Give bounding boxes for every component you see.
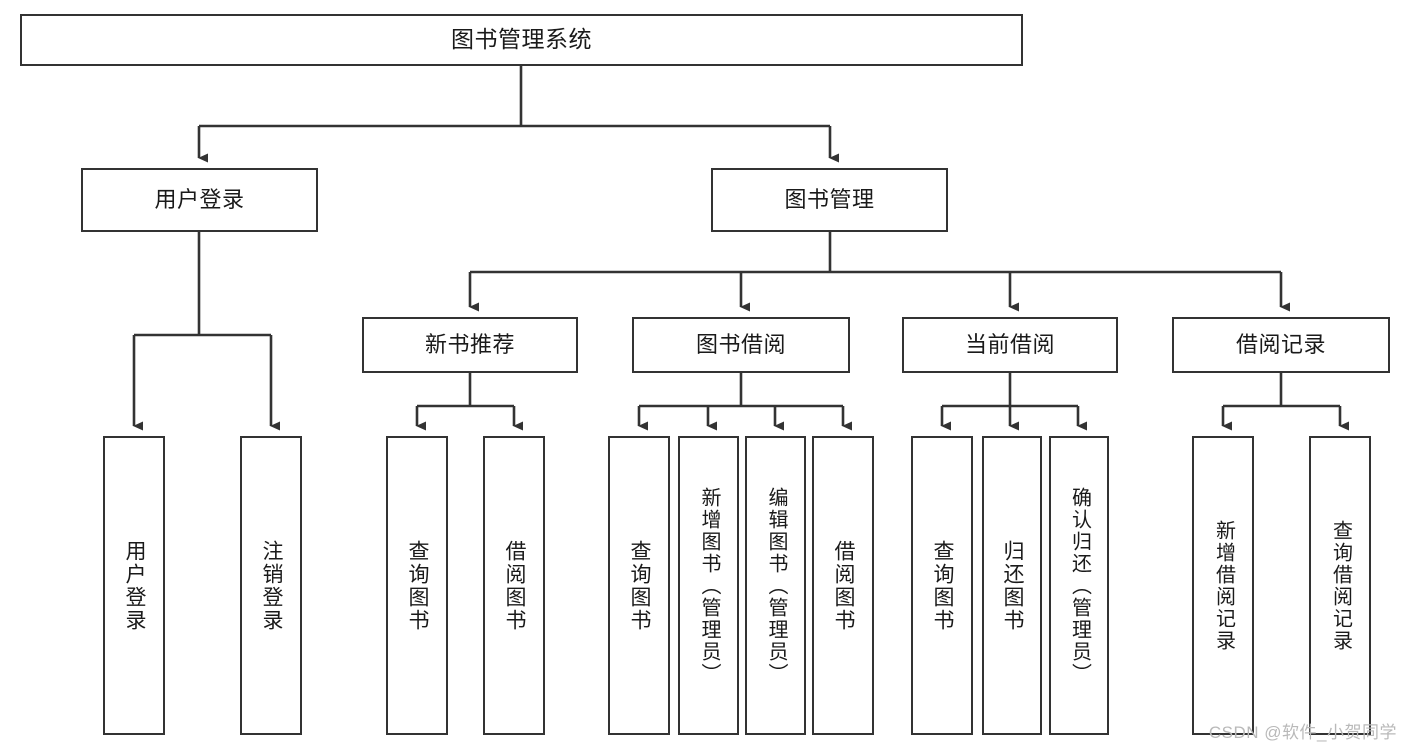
node-leaf-borrow-book-recommend[interactable]: 借阅图书 xyxy=(483,436,545,735)
node-label: 新增图书（管理员） xyxy=(698,486,720,685)
node-label: 查询借阅记录 xyxy=(1329,519,1352,652)
node-label: 当前借阅 xyxy=(964,332,1055,358)
node-user-login[interactable]: 用户登录 xyxy=(81,168,318,232)
node-root-system[interactable]: 图书管理系统 xyxy=(20,14,1023,66)
node-label: 借阅记录 xyxy=(1235,332,1326,358)
node-leaf-return-book[interactable]: 归还图书 xyxy=(982,436,1042,735)
node-leaf-add-book[interactable]: 新增图书（管理员） xyxy=(678,436,739,735)
node-label: 用户登录 xyxy=(154,187,245,213)
node-label: 查询图书 xyxy=(406,539,430,632)
node-label: 确认归还（管理员） xyxy=(1068,486,1091,685)
node-leaf-query-book-current[interactable]: 查询图书 xyxy=(911,436,973,735)
node-label: 查询图书 xyxy=(628,539,652,632)
node-label: 注销登录 xyxy=(260,539,284,632)
node-label: 归还图书 xyxy=(1001,539,1025,632)
node-current-borrow[interactable]: 当前借阅 xyxy=(902,317,1118,373)
node-leaf-query-book-borrow[interactable]: 查询图书 xyxy=(608,436,670,735)
node-borrow-record[interactable]: 借阅记录 xyxy=(1172,317,1390,373)
csdn-watermark: CSDN @软件_小贺同学 xyxy=(1208,723,1397,742)
node-label: 用户登录 xyxy=(123,539,147,632)
node-label: 图书借阅 xyxy=(695,332,786,358)
node-label: 图书管理系统 xyxy=(451,26,592,53)
node-label: 新增借阅记录 xyxy=(1212,519,1235,652)
node-label: 编辑图书（管理员） xyxy=(765,486,787,685)
node-label: 新书推荐 xyxy=(424,332,515,358)
node-leaf-query-borrow-record[interactable]: 查询借阅记录 xyxy=(1309,436,1371,735)
node-leaf-logout-login[interactable]: 注销登录 xyxy=(240,436,302,735)
node-leaf-add-borrow-record[interactable]: 新增借阅记录 xyxy=(1192,436,1254,735)
node-leaf-user-login[interactable]: 用户登录 xyxy=(103,436,165,735)
node-label: 查询图书 xyxy=(931,539,955,632)
node-leaf-edit-book[interactable]: 编辑图书（管理员） xyxy=(745,436,806,735)
node-book-borrow[interactable]: 图书借阅 xyxy=(632,317,850,373)
node-new-book-recommend[interactable]: 新书推荐 xyxy=(362,317,578,373)
node-leaf-query-book-recommend[interactable]: 查询图书 xyxy=(386,436,448,735)
node-label: 借阅图书 xyxy=(832,539,856,632)
node-label: 图书管理 xyxy=(784,187,875,213)
node-leaf-confirm-return[interactable]: 确认归还（管理员） xyxy=(1049,436,1109,735)
node-leaf-borrow-book[interactable]: 借阅图书 xyxy=(812,436,874,735)
node-label: 借阅图书 xyxy=(503,539,527,632)
node-book-manage[interactable]: 图书管理 xyxy=(711,168,948,232)
